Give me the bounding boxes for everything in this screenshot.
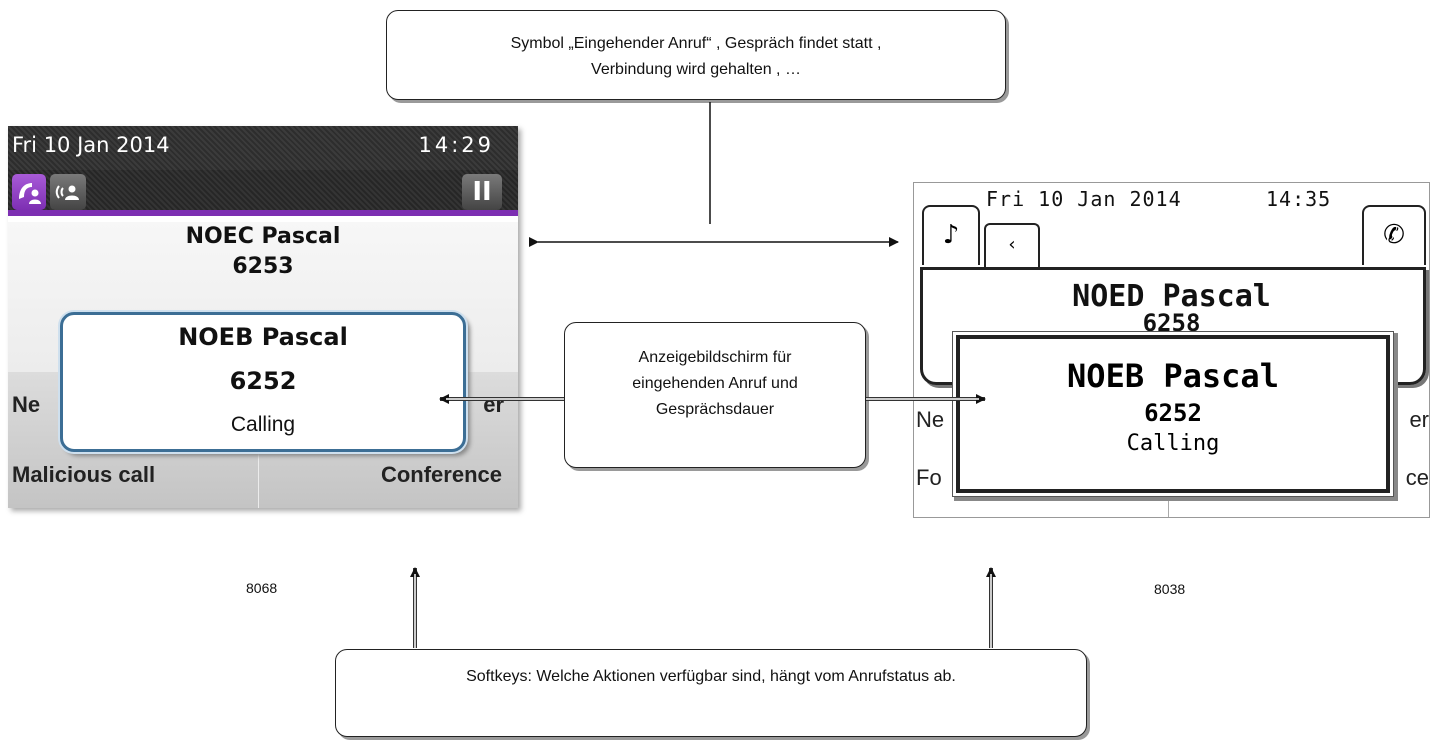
caller-name: NOEC Pascal: [185, 224, 341, 249]
popup-caller-number: 6252: [1144, 399, 1202, 427]
callout-display-screen: Anzeigebildschirm für eingehenden Anruf …: [564, 322, 866, 468]
callout-line: Gesprächsdauer: [655, 401, 775, 418]
status-date: Fri 10 Jan 2014: [986, 187, 1182, 211]
popup-caller-number: 6252: [229, 367, 297, 395]
popup-caller-name: NOEB Pascal: [1067, 357, 1279, 395]
status-date: Fri 10 Jan 2014: [12, 133, 170, 157]
softkey-top-right[interactable]: er: [483, 392, 504, 417]
model-label-8038: 8038: [1154, 581, 1186, 597]
callout-line: Verbindung wird gehalten , …: [591, 61, 801, 78]
softkey-bottom-left[interactable]: Fo: [916, 465, 942, 490]
caller-number: 6258: [1142, 309, 1201, 337]
phone-8038-screen: Fri 10 Jan 2014 14:35 ♪ ‹ ✆ NOED Pascal …: [913, 182, 1430, 518]
pause-button[interactable]: II: [462, 174, 502, 210]
incoming-call-popup[interactable]: NOEB Pascal 6252 Calling: [956, 335, 1390, 493]
callout-line: Anzeigebildschirm für: [638, 349, 792, 366]
softkey-top-left[interactable]: Ne: [12, 392, 41, 417]
callout-line: Symbol „Eingehender Anruf“ , Gespräch fi…: [510, 35, 882, 52]
popup-call-status: Calling: [1126, 431, 1220, 456]
softkey-conference[interactable]: Conference: [380, 462, 502, 487]
popup-caller-name: NOEB Pascal: [178, 323, 348, 351]
softkey-top-left[interactable]: Ne: [916, 407, 945, 432]
callout-line: eingehenden Anruf und: [632, 375, 798, 392]
callout-call-symbol: Symbol „Eingehender Anruf“ , Gespräch fi…: [386, 10, 1006, 100]
small-tab-icon[interactable]: ‹: [984, 223, 1040, 267]
softkey-divider: [1168, 495, 1169, 517]
softkey-area: Ne er Fo ce: [914, 407, 1429, 517]
phone-8068-screen: Fri 10 Jan 2014 14:29 II NOEC Pascal 625…: [8, 126, 518, 508]
incoming-call-popup[interactable]: NOEB Pascal 6252 Calling: [60, 312, 466, 452]
popup-call-status: Calling: [230, 413, 296, 436]
tab-bar: II: [8, 170, 518, 216]
softkey-bottom-right[interactable]: ce: [1405, 465, 1429, 490]
callout-line: Softkeys: Welche Aktionen verfügbar sind…: [466, 668, 956, 685]
softkey-top-right[interactable]: er: [1409, 407, 1429, 432]
caller-name: NOED Pascal: [1072, 279, 1271, 314]
caller-number: 6253: [232, 254, 294, 279]
incoming-call-icon[interactable]: ✆: [1362, 205, 1426, 265]
status-time: 14:29: [418, 133, 494, 157]
note-icon[interactable]: ♪: [922, 205, 980, 265]
status-time: 14:35: [1266, 187, 1332, 211]
incoming-call-icon[interactable]: [12, 174, 46, 210]
callout-softkeys: Softkeys: Welche Aktionen verfügbar sind…: [335, 649, 1087, 737]
model-label-8068: 8068: [246, 580, 278, 596]
status-bar: Fri 10 Jan 2014 14:29: [8, 126, 518, 170]
conversation-icon[interactable]: [50, 174, 86, 210]
softkey-malicious-call[interactable]: Malicious call: [12, 462, 156, 487]
